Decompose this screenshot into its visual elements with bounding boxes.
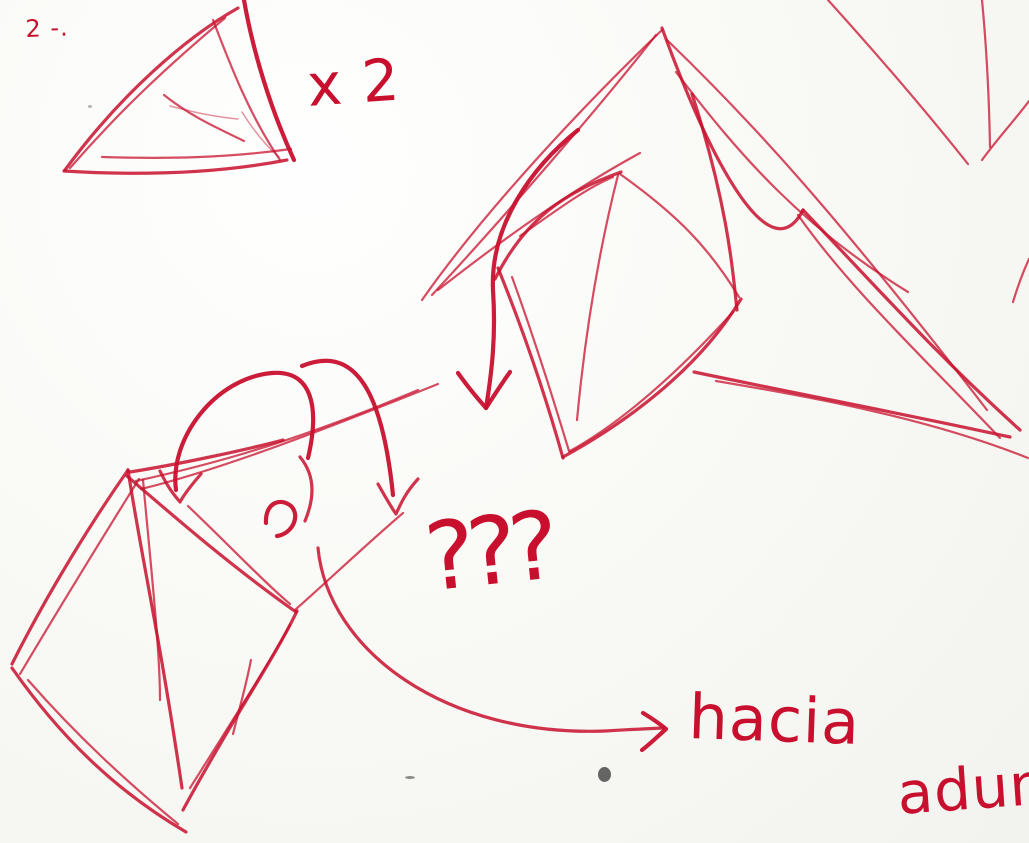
small-triangle-sketch [64, 0, 294, 173]
bottom-pyramid-sketch [12, 384, 438, 832]
movement-arrows [160, 361, 666, 750]
top-right-cutoff-sketch [828, 0, 1029, 302]
large-pyramid-sketch [422, 28, 1028, 458]
ink-smudge [405, 776, 415, 779]
ink-smudge [88, 105, 92, 108]
ink-smudge [598, 767, 611, 782]
